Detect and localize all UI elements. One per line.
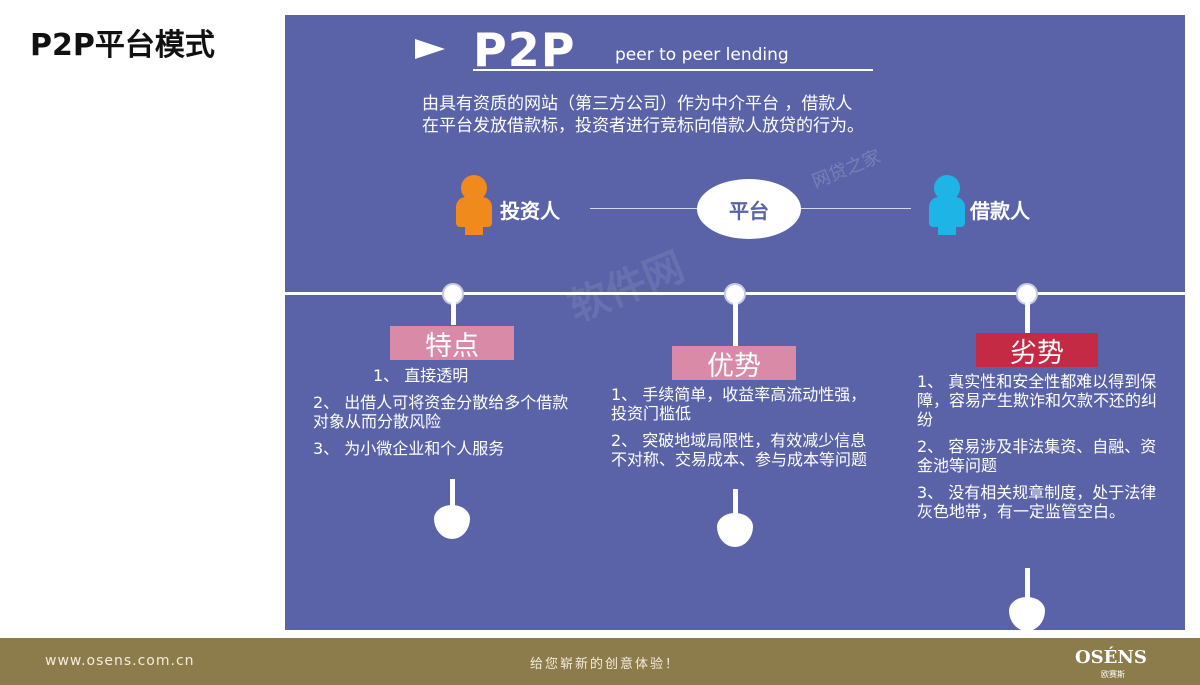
timeline-stem-3-bottom	[1025, 568, 1030, 602]
page-title: P2P平台模式	[30, 28, 215, 63]
timeline-stem-1-bottom	[450, 479, 455, 509]
infographic-panel: P2P peer to peer lending 由具有资质的网站（第三方公司）…	[285, 15, 1185, 630]
features-item-1: 1、 直接透明	[373, 366, 469, 385]
timeline-node-3	[1016, 283, 1038, 305]
play-triangle-icon	[415, 39, 445, 59]
tag-advantages: 优势	[672, 346, 796, 382]
advantages-item-1: 1、 手续简单，收益率高流动性强，投资门槛低	[611, 385, 867, 423]
platform-label: 平台	[729, 198, 769, 223]
timeline-stem-1-top	[451, 303, 456, 325]
borrower-label: 借款人	[970, 199, 1030, 223]
connector-right	[801, 208, 911, 209]
timeline-drop-3	[1009, 597, 1045, 630]
timeline-drop-1	[434, 505, 470, 539]
investor-label: 投资人	[500, 199, 560, 223]
heading-underline	[473, 69, 873, 71]
p2p-heading: P2P	[473, 23, 576, 77]
advantages-item-2: 2、 突破地域局限性，有效减少信息不对称、交易成本、参与成本等问题	[611, 431, 868, 469]
timeline-stem-2-top	[733, 303, 738, 347]
p2p-subheading: peer to peer lending	[615, 45, 789, 65]
watermark-small: 网贷之家	[809, 146, 884, 193]
platform-node: 平台	[697, 179, 801, 239]
tag-features: 特点	[390, 326, 514, 362]
osens-logo: OSÉNS	[1075, 647, 1147, 668]
intro-line-1: 由具有资质的网站（第三方公司）作为中介平台 ，借款人	[422, 94, 853, 114]
timeline-drop-2	[717, 513, 753, 547]
footer-slogan: 给您崭新的创意体验！	[530, 657, 681, 672]
disadvantages-list: 1、 真实性和安全性都难以得到保障，容易产生欺诈和欠款不还的纠纷 2、 容易涉及…	[917, 372, 1172, 529]
footer-url: www.osens.com.cn	[45, 653, 195, 669]
tag-disadvantages: 劣势	[976, 333, 1098, 369]
timeline-stem-2-bottom	[733, 489, 738, 517]
osens-logo-sub: 欧赛斯	[1101, 670, 1125, 679]
features-item-2: 2、 出借人可将资金分散给多个借款对象从而分散风险	[313, 393, 569, 431]
disadvantages-item-3: 3、 没有相关规章制度，处于法律灰色地带，有一定监管空白。	[917, 483, 1157, 521]
footer-bar: www.osens.com.cn 给您崭新的创意体验！ OSÉNS 欧赛斯	[0, 638, 1200, 685]
advantages-list: 1、 手续简单，收益率高流动性强，投资门槛低 2、 突破地域局限性，有效减少信息…	[611, 385, 881, 477]
features-item-3: 3、 为小微企业和个人服务	[313, 439, 505, 458]
disadvantages-item-2: 2、 容易涉及非法集资、自融、资金池等问题	[917, 437, 1157, 475]
intro-line-2: 在平台发放借款标，投资者进行竞标向借款人放贷的行为。	[422, 116, 864, 136]
intro-text: 由具有资质的网站（第三方公司）作为中介平台 ，借款人 在平台发放借款标，投资者进…	[422, 93, 1122, 137]
disadvantages-item-1: 1、 真实性和安全性都难以得到保障，容易产生欺诈和欠款不还的纠纷	[917, 372, 1158, 429]
timeline-node-2	[724, 283, 746, 305]
watermark-main: 软件网	[562, 243, 691, 332]
features-list: 1、 直接透明 2、 出借人可将资金分散给多个借款对象从而分散风险 3、 为小微…	[313, 366, 578, 466]
timeline-stem-3-top	[1025, 303, 1030, 335]
connector-left	[590, 208, 700, 209]
timeline-node-1	[442, 283, 464, 305]
